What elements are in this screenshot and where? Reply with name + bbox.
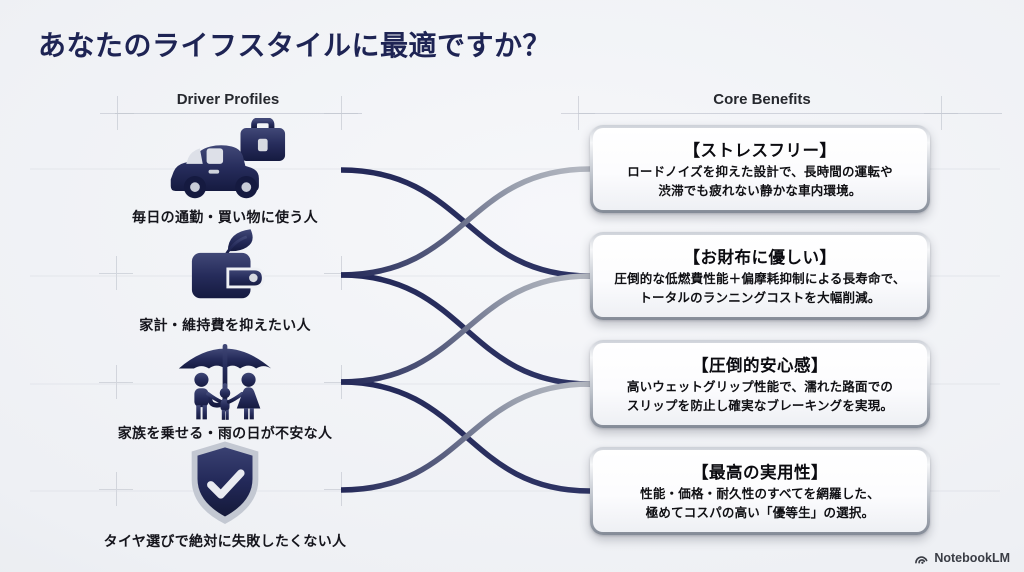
benefit-body: 性能・価格・耐久性のすべてを網羅した、 極めてコスパの高い「優等生」の選択。 <box>640 487 880 520</box>
car-briefcase-icon <box>100 116 350 204</box>
profile-label: 家計・維持費を抑えたい人 <box>139 317 311 333</box>
page-title: あなたのライフスタイルに最適ですか？ <box>38 30 552 61</box>
header-underline-right <box>578 113 1002 114</box>
wallet-leaf-icon <box>100 224 350 312</box>
column-header-driver-profiles: Driver Profiles <box>176 91 280 108</box>
benefit-body: 高いウェットグリップ性能で、濡れた路面での スリップを防止し確実なブレーキングを… <box>626 380 894 413</box>
profile-item-economy: 家計・維持費を抑えたい人 <box>100 224 350 335</box>
benefit-title: 【お財布に優しい】 <box>683 249 837 268</box>
profile-item-no-failure: タイヤ選びで絶対に失敗したくない人 <box>100 440 350 551</box>
benefit-card-practicality: 【最高の実用性】 性能・価格・耐久性のすべてを網羅した、 極めてコスパの高い「優… <box>590 447 930 535</box>
benefit-title: 【最高の実用性】 <box>692 464 828 483</box>
shield-check-icon <box>100 440 350 528</box>
profile-label: 家族を乗せる・雨の日が不安な人 <box>117 425 333 441</box>
benefit-body: ロードノイズを抑えた設計で、長時間の運転や 渋滞でも疲れない静かな車内環境。 <box>627 165 893 198</box>
profile-item-commuter: 毎日の通勤・買い物に使う人 <box>100 116 350 227</box>
connector-line <box>340 273 591 385</box>
profile-item-family: 家族を乗せる・雨の日が不安な人 <box>100 332 350 443</box>
benefit-title: 【圧倒的安心感】 <box>692 357 828 376</box>
benefit-card-stress-free: 【ストレスフリー】 ロードノイズを抑えた設計で、長時間の運転や 渋滞でも疲れない… <box>590 125 930 213</box>
benefit-card-inner: 【お財布に優しい】 圧倒的な低燃費性能＋偏摩耗抑制による長寿命で、 トータルのラ… <box>593 235 927 317</box>
benefit-title: 【ストレスフリー】 <box>683 142 837 161</box>
footer-brand-label: NotebookLM <box>934 551 1010 565</box>
column-header-core-benefits: Core Benefits <box>713 91 811 108</box>
profile-label: タイヤ選びで絶対に失敗したくない人 <box>103 533 347 549</box>
notebooklm-logo-icon <box>915 555 928 564</box>
connector-line <box>340 381 591 493</box>
footer-brand: NotebookLM <box>914 551 1010 565</box>
benefit-card-wallet-friendly: 【お財布に優しい】 圧倒的な低燃費性能＋偏摩耗抑制による長寿命で、 トータルのラ… <box>590 232 930 320</box>
header-underline-left <box>115 113 362 114</box>
family-umbrella-icon <box>100 332 350 420</box>
benefit-card-inner: 【最高の実用性】 性能・価格・耐久性のすべてを網羅した、 極めてコスパの高い「優… <box>593 450 927 532</box>
connector-line <box>340 166 591 278</box>
benefit-card-safety: 【圧倒的安心感】 高いウェットグリップ性能で、濡れた路面での スリップを防止し確… <box>590 340 930 428</box>
benefit-body: 圧倒的な低燃費性能＋偏摩耗抑制による長寿命で、 トータルのランニングコストを大幅… <box>614 272 906 305</box>
profile-label: 毎日の通勤・買い物に使う人 <box>132 209 318 225</box>
benefit-card-inner: 【圧倒的安心感】 高いウェットグリップ性能で、濡れた路面での スリップを防止し確… <box>593 343 927 425</box>
benefit-card-inner: 【ストレスフリー】 ロードノイズを抑えた設計で、長時間の運転や 渋滞でも疲れない… <box>593 128 927 210</box>
